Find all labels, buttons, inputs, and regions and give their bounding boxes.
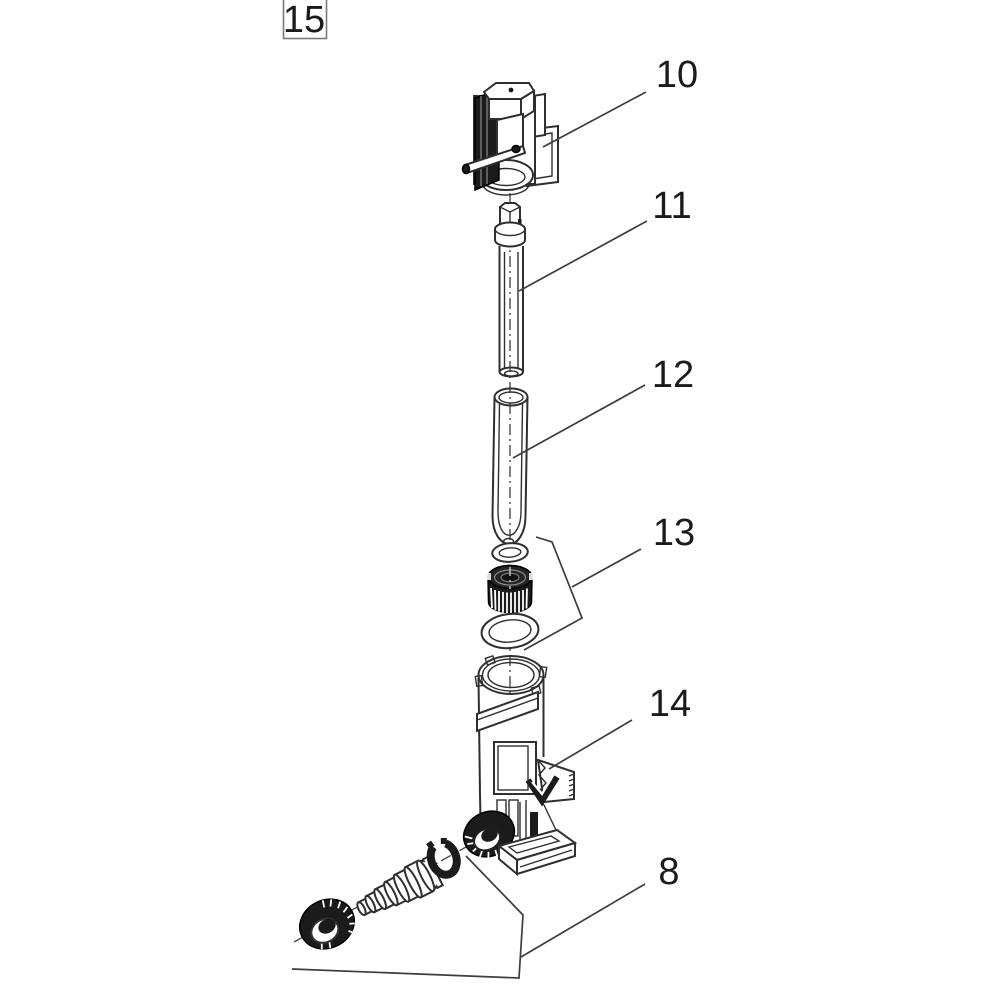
callout-label-8: 8 — [658, 851, 679, 893]
callout-label-14: 14 — [649, 683, 691, 725]
part-13-large-o-ring — [480, 612, 540, 650]
bracket-13 — [523, 536, 584, 651]
part-11-lamp-tube — [494, 202, 526, 378]
leader-10 — [542, 91, 647, 148]
leader-11 — [518, 220, 648, 292]
callout-label-10: 10 — [656, 54, 698, 96]
bracket-8 — [291, 855, 524, 979]
leader-13 — [571, 548, 642, 588]
nut-knurl-ribs — [490, 587, 528, 613]
leader-12 — [512, 384, 646, 459]
head-top-dot — [508, 87, 514, 93]
housing-serrated-outlet — [525, 758, 575, 807]
callout-labels: 10 11 12 13 14 8 — [649, 54, 698, 893]
part-13-small-o-ring — [491, 542, 529, 563]
part-8-hose-connector-assembly — [299, 837, 461, 950]
part-13-union-nut — [486, 564, 534, 614]
hose-cap-nut — [299, 898, 355, 950]
housing-ball-socket-ring — [462, 810, 516, 859]
figure-number-box: 15 — [282, 0, 328, 41]
stepped-hose-tail — [356, 855, 445, 917]
c-clip-ring — [426, 837, 461, 879]
callout-label-13: 13 — [653, 512, 695, 554]
housing-base-plate — [496, 802, 578, 877]
callout-label-12: 12 — [652, 354, 694, 396]
callout-label-11: 11 — [652, 185, 691, 227]
callout-leaders — [291, 91, 648, 979]
figure-number: 15 — [283, 0, 325, 41]
leader-8 — [520, 883, 646, 958]
part-10-drive-head — [461, 82, 559, 196]
part-14-housing-body — [462, 655, 578, 877]
leader-14 — [548, 719, 633, 770]
